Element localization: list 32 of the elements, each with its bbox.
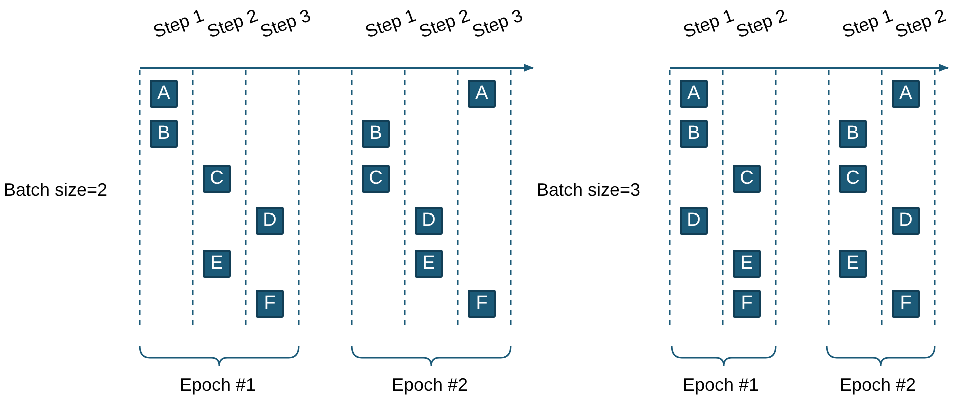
sample-box: C <box>839 165 867 193</box>
batch-size-label: Batch size=2 <box>4 180 108 201</box>
sample-box: D <box>892 207 920 235</box>
sample-box: D <box>256 207 284 235</box>
sample-box: B <box>150 120 178 148</box>
sample-box: D <box>415 207 443 235</box>
sample-box: F <box>468 290 496 318</box>
sample-box: E <box>839 250 867 278</box>
sample-box: F <box>892 290 920 318</box>
step-label: Step 1 <box>362 5 419 43</box>
sample-box: B <box>680 120 708 148</box>
sample-box: A <box>680 80 708 108</box>
epoch-label: Epoch #2 <box>392 375 468 396</box>
sample-box: F <box>256 290 284 318</box>
sample-box: E <box>415 250 443 278</box>
epoch-label: Epoch #1 <box>683 375 760 396</box>
sample-box: A <box>892 80 920 108</box>
sample-box: C <box>203 165 231 193</box>
batch-size-label: Batch size=3 <box>537 180 641 201</box>
sample-box: B <box>839 120 867 148</box>
sample-box: E <box>203 250 231 278</box>
sample-box: E <box>733 250 761 278</box>
sample-box: F <box>733 290 761 318</box>
sample-box: C <box>362 165 390 193</box>
sample-box: A <box>150 80 178 108</box>
sample-box: C <box>733 165 761 193</box>
sample-box: B <box>362 120 390 148</box>
step-label: Step 1 <box>150 5 207 43</box>
epoch-label: Epoch #2 <box>840 375 916 396</box>
sample-box: A <box>468 80 496 108</box>
sample-box: D <box>680 207 708 235</box>
epoch-label: Epoch #1 <box>180 375 256 396</box>
